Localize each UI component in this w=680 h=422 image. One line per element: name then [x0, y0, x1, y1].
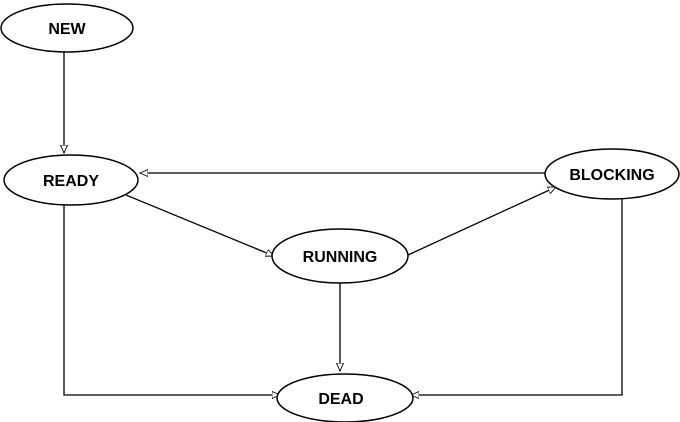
state-blocking-label: BLOCKING: [569, 167, 654, 184]
state-ready-label: READY: [43, 173, 99, 190]
state-running-ellipse: [271, 228, 409, 284]
edge-ready-to-running: [125, 194, 274, 256]
state-new-label: NEW: [48, 21, 86, 38]
state-new-ellipse: [0, 3, 134, 53]
state-dead: DEAD: [276, 373, 414, 422]
edge-blocking-to-dead: [411, 198, 623, 395]
state-dead-label: DEAD: [318, 391, 363, 408]
state-ready-ellipse: [3, 154, 139, 206]
transitions: [63, 52, 623, 395]
edge-ready-to-dead: [63, 205, 280, 395]
state-ready: READY: [3, 154, 139, 206]
edge-running-to-blocking: [407, 186, 556, 256]
state-blocking: BLOCKING: [544, 148, 680, 200]
state-dead-ellipse: [276, 373, 414, 422]
state-blocking-ellipse: [544, 148, 680, 200]
state-new: NEW: [0, 3, 134, 53]
state-running: RUNNING: [271, 228, 409, 284]
state-running-label: RUNNING: [303, 249, 378, 266]
